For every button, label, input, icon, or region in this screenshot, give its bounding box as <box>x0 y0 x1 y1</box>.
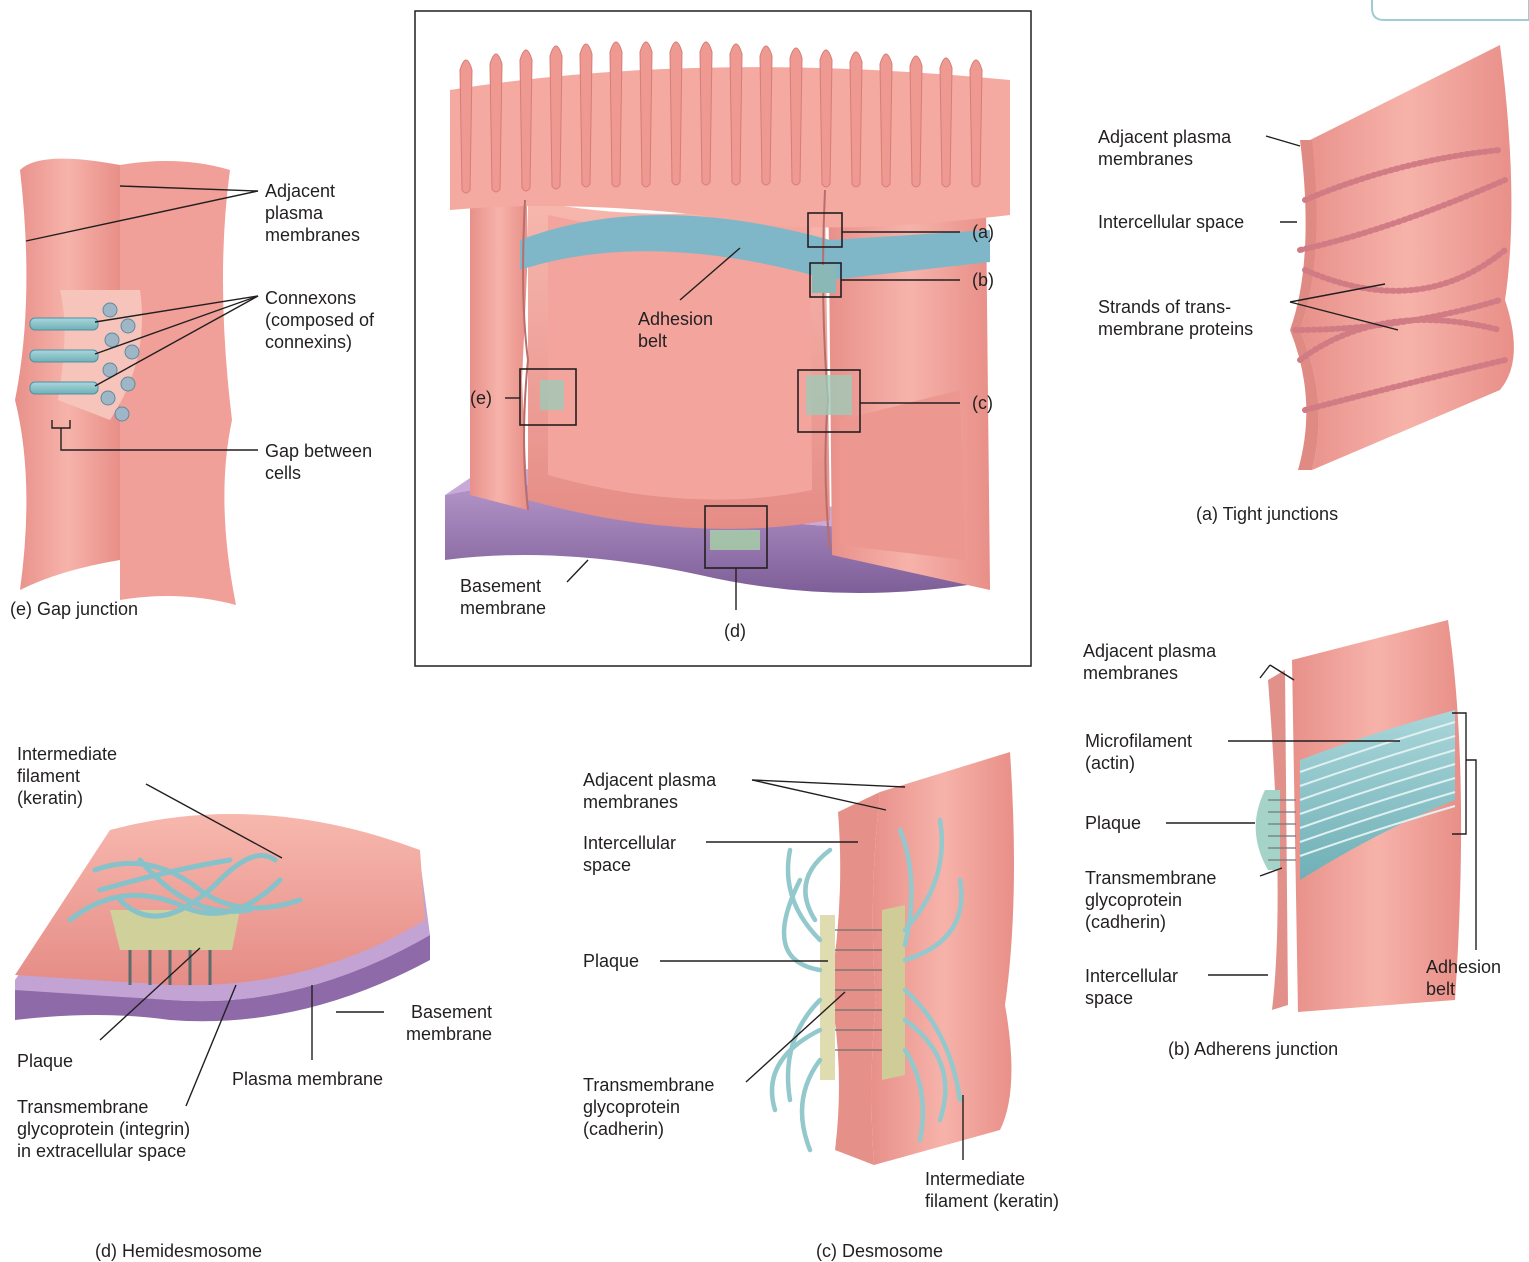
tag-e: (e) <box>470 387 492 409</box>
adherens-transmembrane-label: Transmembrane glycoprotein (cadherin) <box>1085 867 1216 933</box>
desmo-intermediate-label: Intermediate filament (keratin) <box>925 1168 1059 1212</box>
adherens-microfilament-label: Microfilament (actin) <box>1085 730 1192 774</box>
desmo-plaque-label: Plaque <box>583 950 639 972</box>
hemi-transmembrane-label: Transmembrane glycoprotein (integrin) in… <box>17 1096 190 1162</box>
desmosome-caption: (c) Desmosome <box>816 1240 943 1262</box>
center-adhesion-belt-label: Adhesion belt <box>638 308 713 352</box>
gap-connexons-label: Connexons (composed of connexins) <box>265 287 374 353</box>
adherens-plaque-label: Plaque <box>1085 812 1141 834</box>
tight-junctions-caption: (a) Tight junctions <box>1196 503 1338 525</box>
gap-junction-caption: (e) Gap junction <box>10 598 138 620</box>
tight-intercellular-label: Intercellular space <box>1098 211 1244 233</box>
hemi-plaque-label: Plaque <box>17 1050 73 1072</box>
adherens-drawing <box>1256 620 1461 1012</box>
desmosome-drawing <box>772 752 1014 1165</box>
corner-badge <box>1372 0 1529 20</box>
hemidesmosome-drawing <box>15 814 430 1021</box>
desmo-transmembrane-label: Transmembrane glycoprotein (cadherin) <box>583 1074 714 1140</box>
hemi-intermediate-label: Intermediate filament (keratin) <box>17 743 117 809</box>
tight-junction-drawing <box>1290 45 1514 470</box>
tag-c: (c) <box>972 392 993 414</box>
hemi-basement-label: Basement membrane <box>370 1001 492 1045</box>
gap-adjacent-label: Adjacent plasma membranes <box>265 180 360 246</box>
tag-b: (b) <box>972 269 994 291</box>
center-basement-membrane-label: Basement membrane <box>460 575 546 619</box>
tight-adjacent-label: Adjacent plasma membranes <box>1098 126 1231 170</box>
tag-a: (a) <box>972 221 994 243</box>
desmo-adjacent-label: Adjacent plasma membranes <box>583 769 716 813</box>
hemidesmosome-caption: (d) Hemidesmosome <box>95 1240 262 1262</box>
hemi-plasma-label: Plasma membrane <box>232 1068 383 1090</box>
adherens-caption: (b) Adherens junction <box>1168 1038 1338 1060</box>
gap-between-cells-label: Gap between cells <box>265 440 372 484</box>
tight-strands-label: Strands of trans- membrane proteins <box>1098 296 1253 340</box>
adherens-intercellular-label: Intercellular space <box>1085 965 1178 1009</box>
desmo-intercellular-label: Intercellular space <box>583 832 676 876</box>
center-epithelium <box>445 42 1010 593</box>
adherens-belt-label: Adhesion belt <box>1426 956 1501 1000</box>
tag-d: (d) <box>724 620 746 642</box>
gap-junction-drawing <box>15 159 236 605</box>
adherens-adjacent-label: Adjacent plasma membranes <box>1083 640 1216 684</box>
